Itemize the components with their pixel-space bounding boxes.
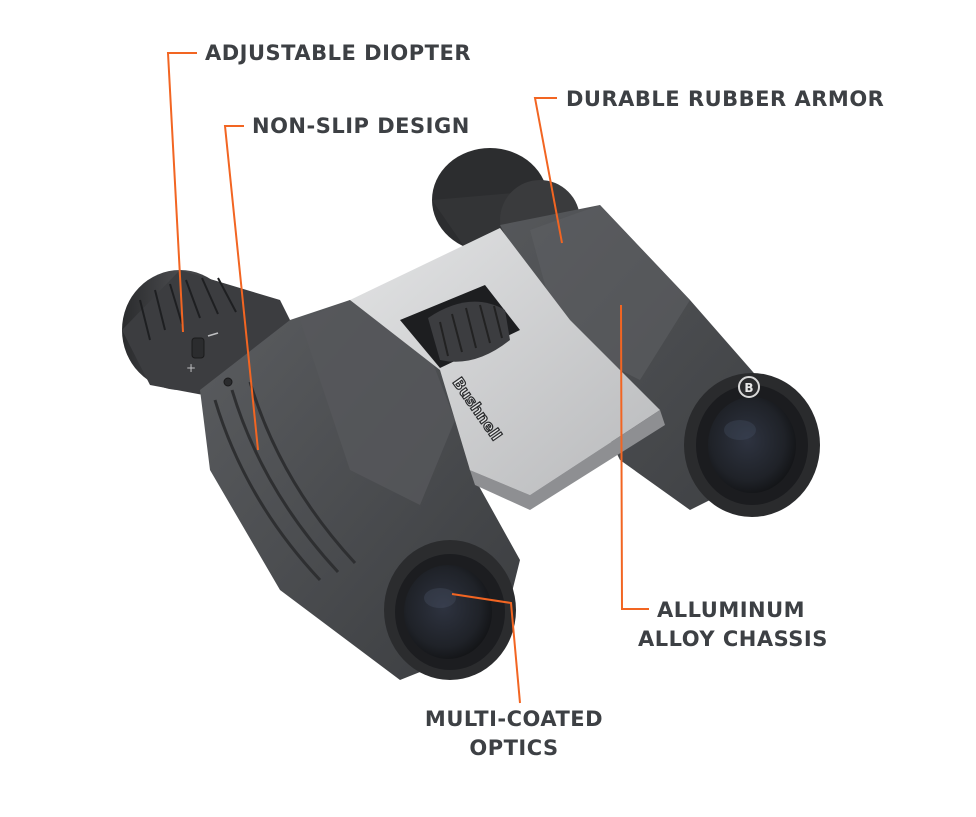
callout-aluminum-alloy-chassis-line1: ALLUMINUM — [657, 598, 806, 622]
callout-aluminum-alloy-chassis-line2: ALLOY CHASSIS — [638, 627, 828, 651]
svg-text:B: B — [744, 381, 753, 395]
callout-line-chassis — [620, 304, 649, 610]
callout-lines — [166, 52, 649, 704]
callout-line-rubber-armor — [533, 97, 563, 244]
callout-non-slip-design: NON-SLIP DESIGN — [252, 114, 470, 138]
callout-line-diopter — [166, 52, 197, 333]
focus-wheel — [428, 301, 510, 362]
callout-line-non-slip — [223, 125, 259, 451]
left-objective-lens — [384, 540, 516, 680]
callout-adjustable-diopter: ADJUSTABLE DIOPTER — [205, 41, 471, 65]
callout-line-optics — [451, 593, 521, 704]
bushnell-b-badge-icon: B — [738, 376, 760, 398]
callout-multi-coated-optics-line2: OPTICS — [469, 736, 559, 760]
callout-durable-rubber-armor: DURABLE RUBBER ARMOR — [566, 87, 885, 111]
right-objective-lens — [684, 373, 820, 517]
callout-multi-coated-optics-line1: MULTI-COATED — [424, 707, 604, 731]
diopter-plus-mark: + — [186, 361, 196, 375]
non-slip-grip-ridges — [213, 381, 357, 582]
